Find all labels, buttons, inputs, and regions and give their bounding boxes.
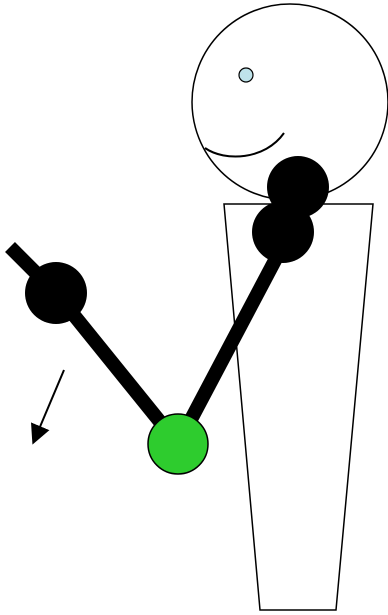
eye xyxy=(239,68,253,82)
shoulder-joint-lower xyxy=(252,201,314,263)
elbow-joint xyxy=(148,414,208,474)
torso xyxy=(224,204,373,610)
wrist-joint xyxy=(25,262,87,324)
motion-arrow xyxy=(34,370,64,441)
